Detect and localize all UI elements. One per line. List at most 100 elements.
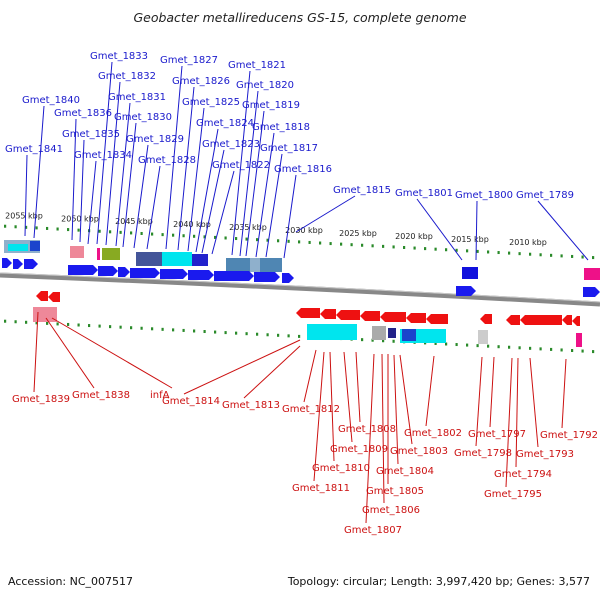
forward-gene-label: Gmet_1800 bbox=[455, 190, 513, 201]
tick-mark-bottom bbox=[98, 324, 101, 328]
tick-mark-bottom bbox=[193, 329, 196, 333]
topology-text: Topology: circular; Length: 3,997,420 bp… bbox=[287, 575, 590, 588]
tick-mark-bottom bbox=[581, 349, 584, 353]
tick-mark-top bbox=[224, 236, 227, 240]
tick-mark-bottom bbox=[119, 325, 122, 329]
feature-box bbox=[33, 307, 57, 322]
tick-mark-top bbox=[266, 238, 269, 242]
reverse-gene-label: Gmet_1804 bbox=[376, 466, 434, 477]
tick-mark-top bbox=[4, 224, 7, 228]
forward-label-line bbox=[265, 153, 283, 258]
feature-box bbox=[97, 248, 100, 260]
forward-gene-arrow bbox=[13, 259, 23, 269]
forward-gene-label: Gmet_1819 bbox=[242, 100, 300, 111]
tick-mark-bottom bbox=[245, 332, 248, 336]
tick-mark-bottom bbox=[161, 327, 164, 331]
tick-mark-top bbox=[298, 240, 301, 244]
reverse-gene-arrow bbox=[562, 315, 572, 325]
forward-gene-label: Gmet_1832 bbox=[98, 71, 156, 82]
forward-gene-label: Gmet_1815 bbox=[333, 185, 391, 196]
tick-mark-top bbox=[361, 243, 364, 247]
tick-mark-bottom bbox=[182, 328, 185, 332]
reverse-gene-label: Gmet_1792 bbox=[540, 430, 598, 441]
gene-arrows bbox=[2, 258, 600, 326]
forward-gene-label: Gmet_1789 bbox=[516, 190, 574, 201]
forward-gene-label: Gmet_1840 bbox=[22, 95, 80, 106]
forward-gene-label: Gmet_1833 bbox=[90, 51, 148, 62]
reverse-gene-arrow bbox=[572, 316, 580, 326]
forward-gene-arrow bbox=[98, 266, 118, 276]
reverse-label-line bbox=[355, 351, 361, 423]
reverse-label-line bbox=[45, 317, 95, 389]
reverse-gene-label: Gmet_1795 bbox=[484, 489, 542, 500]
forward-label-line bbox=[537, 200, 589, 261]
tick-mark-top bbox=[487, 250, 490, 254]
tick-mark-bottom bbox=[550, 347, 553, 351]
reverse-label-line bbox=[475, 356, 483, 447]
scale-label: 2040 kbp bbox=[173, 220, 211, 229]
forward-label-line bbox=[146, 165, 161, 250]
reverse-label-line bbox=[343, 351, 353, 443]
tick-mark-bottom bbox=[46, 321, 49, 325]
tick-mark-bottom bbox=[382, 339, 385, 343]
tick-mark-bottom bbox=[445, 342, 448, 346]
feature-box bbox=[162, 252, 192, 266]
forward-label-line bbox=[211, 170, 235, 255]
forward-gene-label: Gmet_1820 bbox=[236, 80, 294, 91]
reverse-label-line bbox=[505, 357, 513, 488]
forward-gene-label: Gmet_1829 bbox=[126, 134, 184, 145]
tick-mark-top bbox=[98, 229, 101, 233]
tick-mark-top bbox=[581, 255, 584, 259]
tick-mark-top bbox=[550, 253, 553, 257]
tick-mark-top bbox=[571, 254, 574, 258]
tick-mark-bottom bbox=[476, 344, 479, 348]
reverse-gene-arrow bbox=[36, 291, 48, 301]
tick-mark-bottom bbox=[214, 330, 217, 334]
reverse-gene-arrow bbox=[48, 292, 60, 302]
tick-mark-bottom bbox=[67, 322, 70, 326]
forward-gene-label: Gmet_1836 bbox=[54, 108, 112, 119]
scale-ticks bbox=[4, 224, 595, 354]
tick-mark-top bbox=[119, 230, 122, 234]
backbone-highlight bbox=[0, 272, 600, 303]
forward-gene-arrow bbox=[2, 258, 12, 268]
feature-box bbox=[388, 328, 396, 338]
reverse-gene-arrow bbox=[336, 310, 360, 320]
tick-mark-bottom bbox=[455, 343, 458, 347]
tick-mark-top bbox=[455, 248, 458, 252]
forward-gene-label: Gmet_1818 bbox=[252, 122, 310, 133]
feature-box bbox=[30, 241, 40, 251]
forward-gene-label: Gmet_1824 bbox=[196, 118, 254, 129]
forward-gene-label: Gmet_1822 bbox=[212, 160, 270, 171]
tick-mark-top bbox=[319, 241, 322, 245]
forward-gene-label: Gmet_1826 bbox=[172, 76, 230, 87]
forward-label-line bbox=[177, 86, 195, 251]
reverse-label-line bbox=[425, 355, 435, 427]
tick-mark-top bbox=[424, 247, 427, 251]
forward-gene-label: Gmet_1827 bbox=[160, 55, 218, 66]
tick-mark-top bbox=[77, 228, 80, 232]
reverse-label-line bbox=[33, 311, 39, 393]
feature-box bbox=[192, 254, 208, 266]
forward-gene-label: Gmet_1823 bbox=[202, 139, 260, 150]
tick-mark-bottom bbox=[508, 345, 511, 349]
forward-label-line bbox=[165, 65, 183, 250]
reverse-gene-arrow bbox=[520, 315, 562, 325]
reverse-gene-label: Gmet_1808 bbox=[338, 424, 396, 435]
forward-label-line bbox=[239, 90, 259, 257]
tick-mark-bottom bbox=[466, 343, 469, 347]
forward-gene-arrow bbox=[160, 269, 188, 279]
tick-mark-bottom bbox=[277, 333, 280, 337]
feature-box bbox=[402, 329, 416, 341]
reverse-gene-label: Gmet_1806 bbox=[362, 505, 420, 516]
genome-backbone bbox=[0, 272, 600, 307]
forward-label-line bbox=[105, 81, 121, 246]
tick-mark-bottom bbox=[529, 346, 532, 350]
map-title: Geobacter metallireducens GS-15, complet… bbox=[133, 10, 466, 25]
forward-label-line bbox=[187, 107, 205, 252]
tick-mark-bottom bbox=[140, 326, 143, 330]
tick-mark-bottom bbox=[256, 332, 259, 336]
tick-mark-top bbox=[182, 234, 185, 238]
reverse-label-line bbox=[329, 351, 335, 462]
forward-gene-arrow bbox=[68, 265, 98, 275]
